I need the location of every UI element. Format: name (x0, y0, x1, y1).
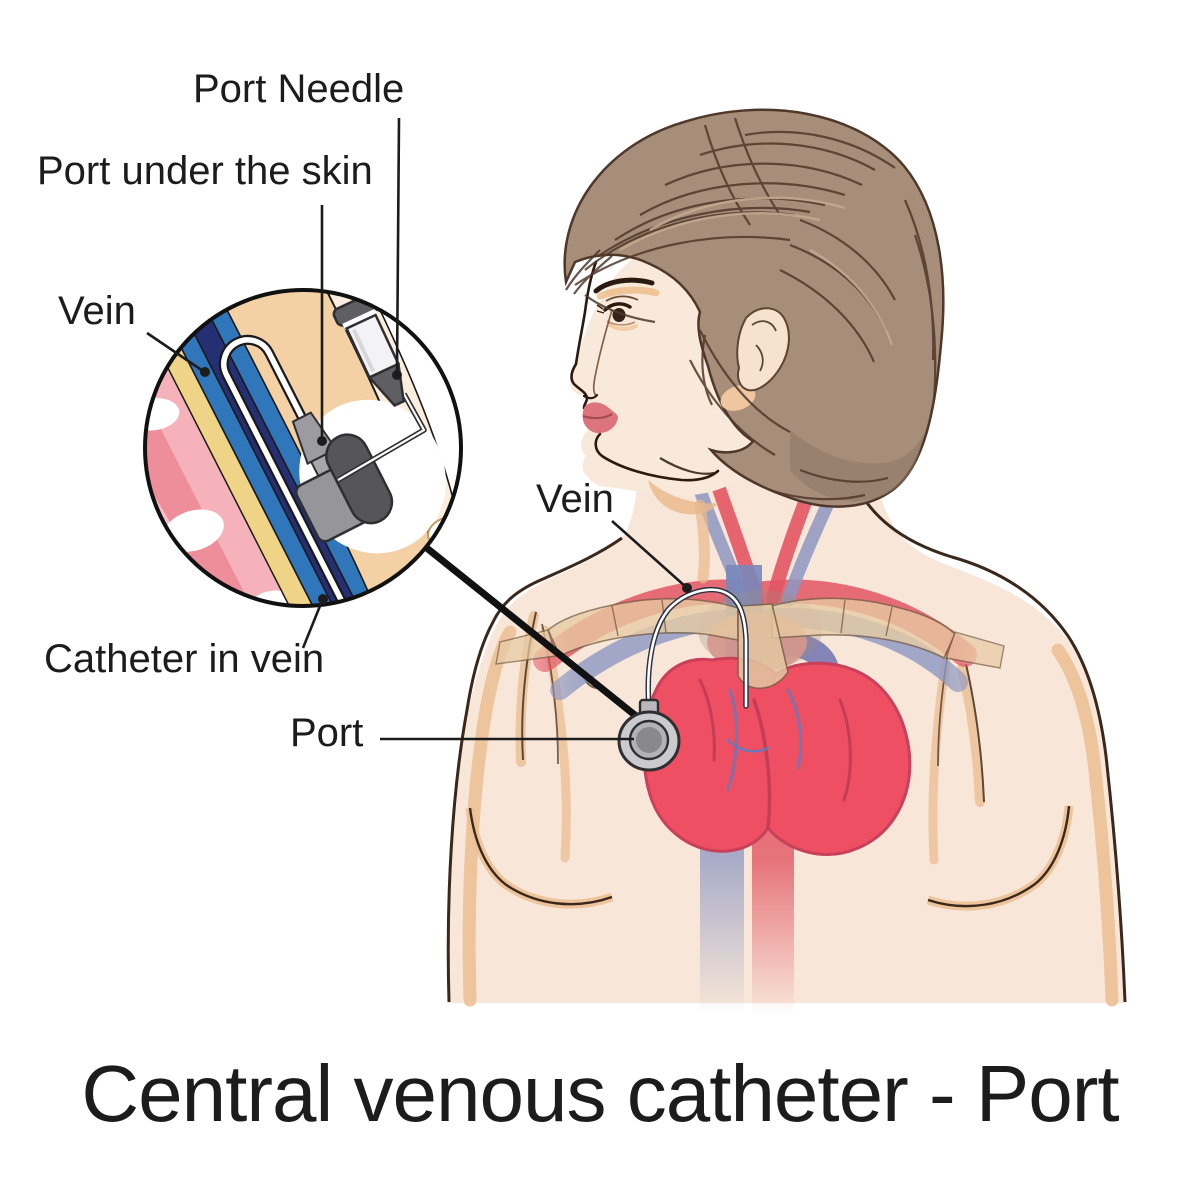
hair-strands (565, 117, 937, 501)
catheter-tube (645, 586, 749, 711)
port-septum (325, 433, 394, 525)
label-port-needle: Port Needle (193, 67, 405, 111)
magnifier-ring (143, 288, 463, 608)
label-catheter-in-vein: Catheter in vein (44, 637, 325, 681)
collarbones (495, 597, 1005, 690)
diagram-title: Central venous catheter - Port (81, 1049, 1119, 1138)
label-port-under-skin: Port under the skin (37, 149, 373, 193)
label-port: Port (290, 711, 364, 755)
head (563, 108, 945, 584)
leader-dots (200, 367, 692, 604)
label-vein-inset: Vein (58, 289, 136, 333)
face-profile-line (570, 260, 598, 410)
ear (720, 307, 790, 411)
hair-highlights (619, 196, 894, 346)
nostril (582, 393, 599, 400)
eyebrow (593, 277, 655, 294)
leader-lines (146, 117, 687, 741)
magnifier-handle (424, 545, 650, 728)
hair (563, 108, 945, 508)
inset-circle (143, 288, 463, 608)
label-vein-body: Vein (536, 477, 614, 521)
port-device (617, 698, 681, 772)
heart (642, 656, 912, 856)
